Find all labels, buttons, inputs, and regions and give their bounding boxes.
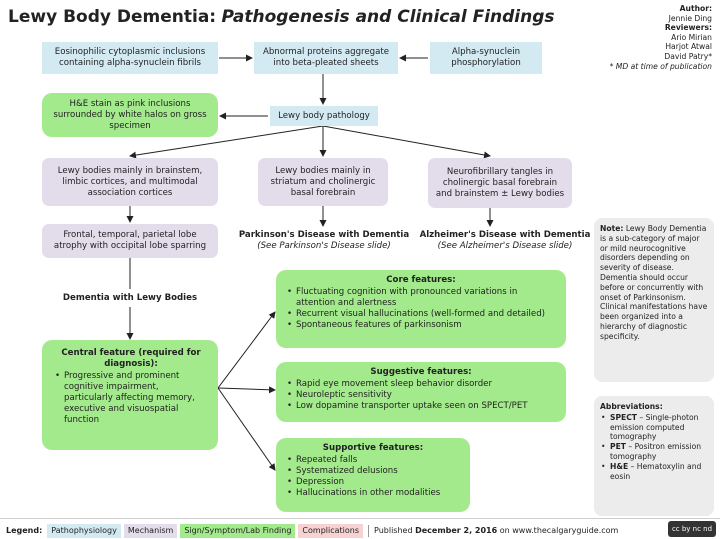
page-title: Lewy Body Dementia: Pathogenesis and Cli… [8, 6, 555, 28]
license-badge: cc by nc nd [668, 521, 716, 537]
abbr-term: H&E [610, 461, 629, 471]
abbr-term: SPECT [610, 412, 637, 422]
abbr-definition: Single-photon emission computed tomograp… [610, 412, 699, 442]
abbr-term: PET [610, 442, 626, 452]
node-text: Frontal, temporal, parietal lobe atrophy… [53, 230, 207, 251]
neurofibrillary-tangles-box: Neurofibrillary tangles in cholinergic b… [428, 158, 572, 208]
footnote: * MD at time of publication [609, 61, 712, 71]
footer-divider [0, 518, 720, 519]
suggestive-features-title: Suggestive features: [370, 367, 472, 377]
list-item: PET – Positron emission tomography [601, 442, 708, 462]
reviewer: David Patry* [664, 51, 712, 61]
published-prefix: Published [374, 526, 413, 535]
title-sub: Pathogenesis and Clinical Findings [221, 7, 555, 27]
core-features-list: Fluctuating cognition with pronounced va… [286, 287, 556, 331]
published-site[interactable]: on www.thecalgaryguide.com [499, 526, 619, 535]
legend-mechanism: Mechanism [123, 524, 178, 538]
abbr-definition: Hematoxylin and eosin [610, 461, 702, 481]
node-text: Lewy body pathology [278, 110, 370, 121]
published-date: December 2, 2016 [415, 526, 498, 535]
published-line: Published December 2, 2016 on www.thecal… [374, 526, 618, 536]
list-item: Depression [287, 477, 460, 488]
list-item: Rapid eye movement sleep behavior disord… [287, 379, 556, 390]
core-features-box: Core features: Fluctuating cognition wit… [276, 270, 566, 348]
note-panel: Note: Lewy Body Dementia is a sub-catego… [594, 218, 714, 382]
list-item: Recurrent visual hallucinations (well-fo… [287, 309, 556, 320]
node-text: H&E stain as pink inclusions surrounded … [53, 98, 207, 131]
list-item: Systematized delusions [287, 466, 460, 477]
abbreviations-list: SPECT – Single-photon emission computed … [600, 413, 708, 482]
supportive-features-list: Repeated falls Systematized delusions De… [286, 455, 460, 499]
supportive-features-box: Supportive features: Repeated falls Syst… [276, 438, 470, 512]
legend-sign-symptom: Sign/Symptom/Lab Finding [180, 524, 296, 538]
license-text: cc by nc nd [671, 525, 713, 533]
central-feature-list: Progressive and prominent cognitive impa… [54, 371, 208, 426]
alzheimers-title: Alzheimer's Disease with Dementia [419, 230, 591, 240]
list-item: Neuroleptic sensitivity [287, 390, 556, 401]
note-text: Lewy Body Dementia is a sub-category of … [600, 224, 708, 341]
list-item: Fluctuating cognition with pronounced va… [287, 287, 556, 309]
legend-label: Legend: [6, 526, 43, 535]
central-feature-box: Central feature (required for diagnosis)… [42, 340, 218, 450]
central-feature-title: Central feature (required for diagnosis)… [61, 348, 201, 369]
node-text: Eosinophilic cytoplasmic inclusions cont… [54, 47, 206, 68]
node-text: Lewy bodies mainly in brainstem, limbic … [57, 165, 203, 198]
parkinsons-dementia-label: Parkinson's Disease with Dementia (See P… [236, 228, 412, 254]
parkinsons-title: Parkinson's Disease with Dementia [238, 230, 410, 240]
node-text: Lewy bodies mainly in striatum and choli… [270, 165, 376, 198]
list-item: Spontaneous features of parkinsonism [287, 320, 556, 331]
suggestive-features-box: Suggestive features: Rapid eye movement … [276, 362, 566, 422]
alzheimers-dementia-label: Alzheimer's Disease with Dementia (See A… [412, 228, 598, 254]
brainstem-lewy-bodies-box: Lewy bodies mainly in brainstem, limbic … [42, 158, 218, 206]
list-item: Progressive and prominent cognitive impa… [55, 371, 208, 426]
reviewer: Ario Mirian [671, 32, 712, 42]
he-stain-box: H&E stain as pink inclusions surrounded … [42, 93, 218, 137]
legend-separator [368, 525, 370, 537]
reviewers-label: Reviewers: [664, 23, 712, 33]
suggestive-features-list: Rapid eye movement sleep behavior disord… [286, 379, 556, 412]
core-features-title: Core features: [386, 275, 456, 285]
abnormal-proteins-box: Abnormal proteins aggregate into beta-pl… [254, 42, 398, 74]
alzheimers-see: (See Alzheimer's Disease slide) [437, 241, 573, 251]
striatum-lewy-bodies-box: Lewy bodies mainly in striatum and choli… [258, 158, 388, 206]
author-name: Jennie Ding [668, 13, 712, 23]
node-text: Neurofibrillary tangles in cholinergic b… [435, 166, 565, 199]
parkinsons-see: (See Parkinson's Disease slide) [257, 241, 391, 251]
list-item: Hallucinations in other modalities [287, 488, 460, 499]
credits: Author: Jennie Ding Reviewers: Ario Miri… [572, 4, 712, 71]
dlb-title: Dementia with Lewy Bodies [62, 292, 198, 303]
lobe-atrophy-box: Frontal, temporal, parietal lobe atrophy… [42, 224, 218, 258]
list-item: SPECT – Single-photon emission computed … [601, 412, 708, 442]
note-label: Note: [600, 224, 624, 233]
supportive-features-title: Supportive features: [322, 443, 424, 453]
list-item: Low dopamine transporter uptake seen on … [287, 401, 556, 412]
legend: Legend: Pathophysiology Mechanism Sign/S… [6, 524, 618, 538]
abbreviations-panel: Abbreviations: SPECT – Single-photon emi… [594, 396, 714, 516]
list-item: H&E – Hematoxylin and eosin [601, 461, 708, 482]
lewy-body-pathology-box: Lewy body pathology [270, 106, 378, 126]
eosinophilic-inclusions-box: Eosinophilic cytoplasmic inclusions cont… [42, 42, 218, 74]
abbr-definition: Positron emission tomography [610, 442, 702, 461]
node-text: Abnormal proteins aggregate into beta-pl… [262, 47, 390, 68]
title-main: Lewy Body Dementia: [8, 7, 217, 27]
legend-pathophysiology: Pathophysiology [47, 524, 121, 538]
alpha-synuclein-phosphorylation-box: Alpha-synuclein phosphorylation [430, 42, 542, 74]
author-label: Author: [679, 4, 712, 13]
reviewer: Harjot Atwal [665, 42, 712, 52]
abbreviations-title: Abbreviations: [600, 402, 663, 411]
legend-complications: Complications [298, 524, 364, 538]
dementia-lewy-bodies-label: Dementia with Lewy Bodies [42, 290, 218, 306]
node-text: Alpha-synuclein phosphorylation [451, 47, 521, 68]
list-item: Repeated falls [287, 455, 460, 466]
